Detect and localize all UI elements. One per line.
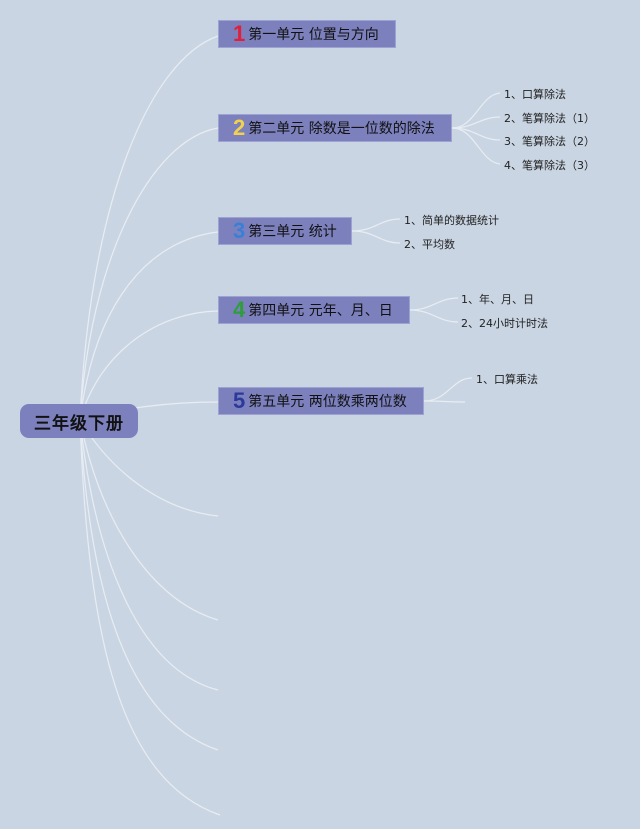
branch-unit4-c2 <box>409 309 459 323</box>
unit-3-child-2[interactable]: 2、平均数 <box>404 238 455 251</box>
unit-4-child-1[interactable]: 1、年、月、日 <box>461 293 534 306</box>
unit-3-label: 第三单元 统计 <box>248 224 337 240</box>
unit-2-number: 2 <box>233 115 246 140</box>
unit-5-child-1[interactable]: 1、口算乘法 <box>476 373 538 386</box>
unit-1-number: 1 <box>233 21 246 46</box>
branch-empty-4 <box>79 419 219 751</box>
unit-2-node[interactable]: 2 第二单元 除数是一位数的除法 <box>218 114 452 142</box>
unit-4-label: 第四单元 元年、月、日 <box>248 303 393 319</box>
unit-5-number: 5 <box>233 388 246 413</box>
unit-4-number: 4 <box>233 297 246 322</box>
unit-4-node[interactable]: 4 第四单元 元年、月、日 <box>218 296 410 324</box>
unit-2-child-2[interactable]: 2、笔算除法（1） <box>504 112 595 125</box>
branch-root-unit2 <box>79 127 219 421</box>
unit-2-child-4[interactable]: 4、笔算除法（3） <box>504 159 595 172</box>
unit-5-node[interactable]: 5 第五单元 两位数乘两位数 <box>218 387 424 415</box>
branch-unit2-c4 <box>451 127 501 165</box>
branch-unit5-c2 <box>423 400 466 403</box>
branch-unit2-c1 <box>451 92 501 129</box>
unit-5-label: 第五单元 两位数乘两位数 <box>248 394 407 410</box>
unit-4-child-2[interactable]: 2、24小时计时法 <box>461 317 548 330</box>
branch-empty-3 <box>79 419 219 691</box>
branch-empty-2 <box>79 419 219 621</box>
root-node[interactable]: 三年级下册 <box>20 404 138 438</box>
branch-empty-5 <box>79 419 221 816</box>
branch-unit4-c1 <box>409 297 459 311</box>
branch-unit5-c1 <box>423 377 473 402</box>
branch-root-unit4 <box>79 310 219 421</box>
unit-3-node[interactable]: 3 第三单元 统计 <box>218 217 352 245</box>
unit-1-label: 第一单元 位置与方向 <box>248 27 379 43</box>
unit-3-child-1[interactable]: 1、简单的数据统计 <box>404 214 499 227</box>
unit-3-number: 3 <box>233 218 246 243</box>
unit-2-child-3[interactable]: 3、笔算除法（2） <box>504 135 595 148</box>
unit-1-node[interactable]: 1 第一单元 位置与方向 <box>218 20 396 48</box>
branch-unit3-c2 <box>351 230 401 244</box>
branch-root-unit1 <box>79 35 219 421</box>
unit-2-child-1[interactable]: 1、口算除法 <box>504 88 566 101</box>
branch-root-unit3 <box>79 231 219 421</box>
branch-unit3-c1 <box>351 218 401 232</box>
unit-2-label: 第二单元 除数是一位数的除法 <box>248 121 435 137</box>
